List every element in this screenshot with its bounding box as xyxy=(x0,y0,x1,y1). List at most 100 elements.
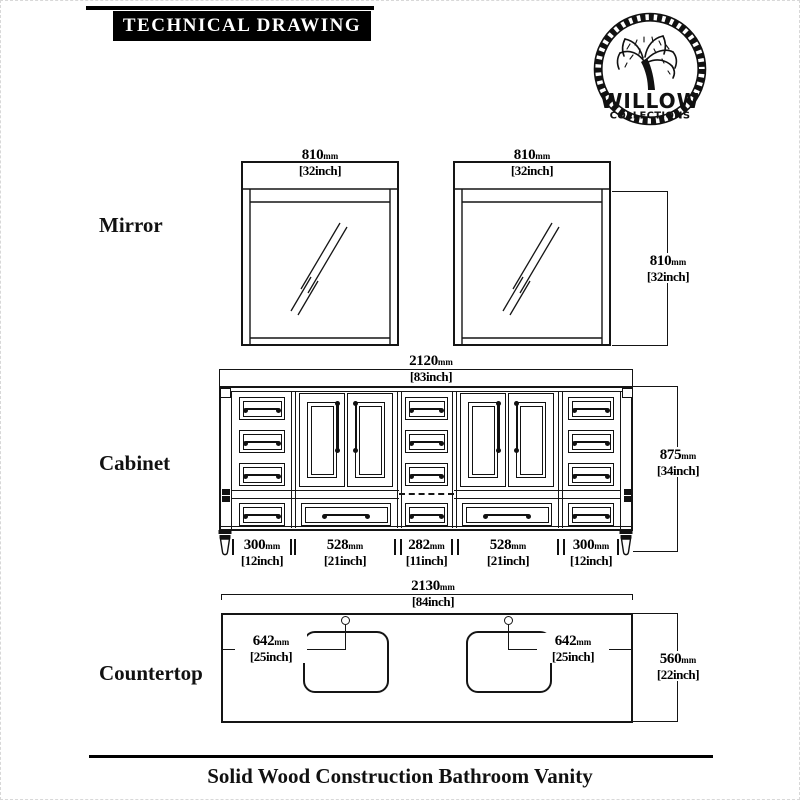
leg-block xyxy=(222,496,230,502)
cabinet-door xyxy=(508,393,554,487)
dim-ext-line xyxy=(631,594,633,600)
cabinet-mid-rail xyxy=(454,498,620,499)
hidden-edge-dashed-line xyxy=(399,493,454,495)
drawer-handle xyxy=(572,440,610,446)
dim-cabinet-section-1: 300mm[12inch] xyxy=(232,537,292,571)
cabinet-foot xyxy=(619,530,633,556)
dim-line xyxy=(219,369,633,370)
drawer-handle xyxy=(409,407,444,413)
cabinet-divider xyxy=(291,391,292,528)
dim-ext-line xyxy=(612,191,668,192)
drawer-front-wide xyxy=(301,503,391,526)
mirror-left xyxy=(241,161,399,346)
cabinet-divider xyxy=(295,391,296,528)
cabinet-mid-rail xyxy=(231,498,399,499)
page-title-text: TECHNICAL DRAWING xyxy=(122,15,362,36)
dim-cabinet-height: 875mm [34inch] xyxy=(642,447,714,477)
cabinet-divider xyxy=(401,391,402,528)
faucet-hole-right xyxy=(504,616,513,625)
section-label-mirror: Mirror xyxy=(99,213,163,237)
door-handle xyxy=(496,401,502,453)
drawer-front xyxy=(239,463,285,486)
faucet-leader-line xyxy=(345,625,346,649)
drawer-handle xyxy=(572,473,610,479)
cabinet-divider xyxy=(452,391,453,528)
cabinet-divider xyxy=(456,391,457,528)
door-panel xyxy=(355,402,385,478)
page-title: TECHNICAL DRAWING xyxy=(113,11,371,41)
mirror-frame xyxy=(241,161,399,346)
dim-ext-line xyxy=(219,369,220,386)
mirror-reflection-lines xyxy=(290,222,348,316)
sink-cutout-left xyxy=(303,631,389,693)
mirror-right xyxy=(453,161,611,346)
dim-cabinet-section-5: 300mm[12inch] xyxy=(563,537,619,571)
cabinet-door xyxy=(299,393,345,487)
door-panel xyxy=(468,402,498,478)
leg-block xyxy=(220,388,231,398)
dim-ext-line xyxy=(633,551,678,552)
door-handle xyxy=(335,401,341,453)
willow-collections-logo: WILLOW COLLECTIONS xyxy=(593,12,707,126)
door-handle xyxy=(353,401,359,453)
drawer-front xyxy=(405,463,448,486)
drawer-handle xyxy=(243,407,281,413)
drawer-handle xyxy=(243,473,281,479)
dim-sink-left: 642mm [25inch] xyxy=(235,633,307,663)
drawer-front xyxy=(239,430,285,453)
cabinet-divider xyxy=(397,391,398,528)
dim-countertop-depth: 560mm [22inch] xyxy=(642,651,714,681)
cabinet-door xyxy=(347,393,393,487)
cabinet-stile xyxy=(231,391,232,531)
drawer-handle xyxy=(321,513,371,519)
dim-ext-line xyxy=(633,613,678,614)
drawer-front xyxy=(568,503,614,526)
dim-mirror-right-width: 810mm [32inch] xyxy=(510,147,554,178)
drawer-front xyxy=(568,430,614,453)
drawer-front xyxy=(239,503,285,526)
cabinet-stile xyxy=(620,391,621,531)
dim-cabinet-section-2: 528mm[21inch] xyxy=(294,537,396,571)
dim-mirror-left-width: 810mm [32inch] xyxy=(298,147,342,178)
door-panel xyxy=(516,402,546,478)
drawer-front xyxy=(405,430,448,453)
dim-ext-line xyxy=(633,386,678,387)
cabinet-top-rail xyxy=(219,391,633,392)
door-handle xyxy=(514,401,520,453)
logo-rope-ring xyxy=(594,13,706,125)
drawer-front xyxy=(405,503,448,526)
section-label-cabinet: Cabinet xyxy=(99,451,171,475)
dim-cabinet-section-3: 282mm[11inch] xyxy=(400,537,453,571)
dim-ext-line xyxy=(221,594,222,600)
drawer-handle xyxy=(243,440,281,446)
cabinet-divider xyxy=(558,391,559,528)
footer-caption: Solid Wood Construction Bathroom Vanity xyxy=(207,764,593,788)
dim-sink-right: 642mm [25inch] xyxy=(537,633,609,663)
drawer-front xyxy=(568,463,614,486)
cabinet-door xyxy=(460,393,506,487)
drawer-handle xyxy=(409,440,444,446)
countertop-body xyxy=(221,613,633,723)
mirror-reflection-lines xyxy=(502,222,560,316)
cabinet-mid-rail xyxy=(231,490,399,491)
willow-tree-icon xyxy=(616,35,678,90)
leg-block xyxy=(222,489,230,495)
section-label-countertop: Countertop xyxy=(99,661,203,685)
dim-cabinet-width: 2120mm [83inch] xyxy=(409,353,453,384)
drawer-handle xyxy=(409,473,444,479)
drawer-front xyxy=(239,397,285,420)
cabinet-bottom-rail xyxy=(219,526,633,527)
cabinet-mid-rail xyxy=(454,490,620,491)
leg-block xyxy=(622,388,633,398)
leg-block xyxy=(624,489,632,495)
cabinet-divider xyxy=(562,391,563,528)
dim-line xyxy=(221,594,633,595)
drawer-handle xyxy=(243,513,281,519)
drawer-front xyxy=(405,397,448,420)
door-panel xyxy=(307,402,337,478)
leg-block xyxy=(624,496,632,502)
mirror-frame xyxy=(453,161,611,346)
drawer-handle xyxy=(409,513,444,519)
dim-ext-line xyxy=(612,345,668,346)
